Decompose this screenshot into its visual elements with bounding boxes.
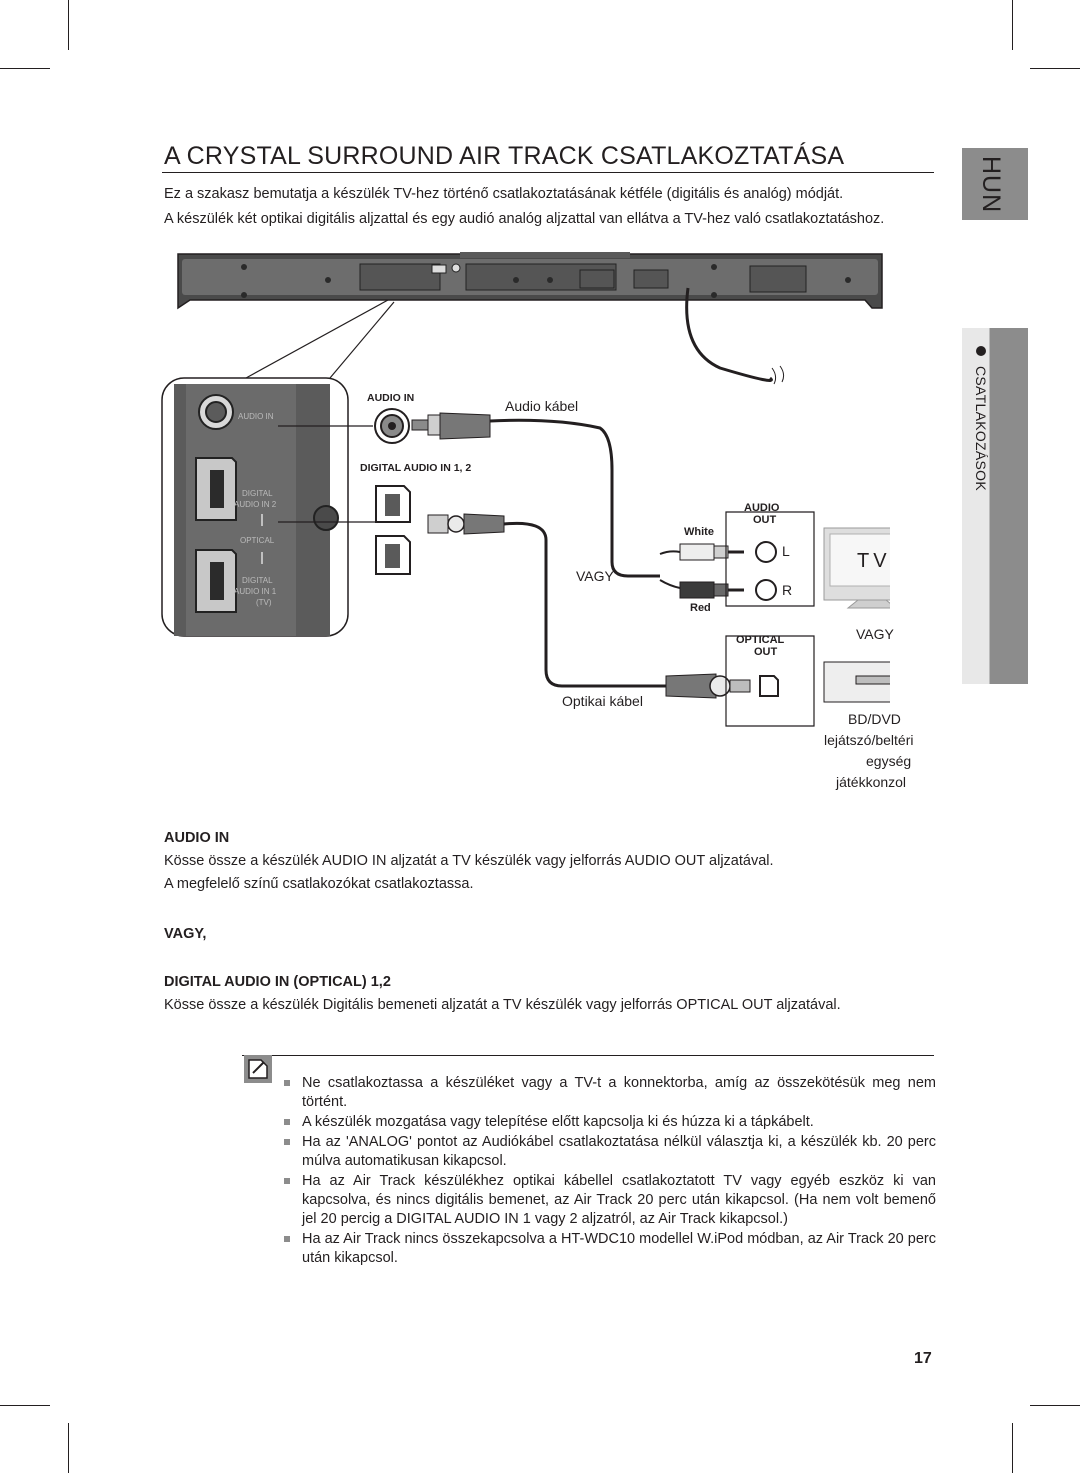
intro-line-1: Ez a szakasz bemutatja a készülék TV-hez… — [164, 186, 844, 202]
bullet-icon — [284, 1119, 290, 1125]
crop-mark — [1012, 1423, 1013, 1473]
note-text: Ne csatlakoztassa a készüléket vagy a TV… — [302, 1075, 936, 1110]
section-bullet-icon — [976, 346, 986, 356]
panel-digital-2-label: DIGITAL — [242, 489, 273, 498]
audio-out-label-1: AUDIO — [744, 502, 780, 514]
white-label: White — [684, 526, 714, 538]
crop-mark — [68, 0, 69, 50]
connection-diagram: AUDIO IN DIGITAL AUDIO IN 2 OPTICAL DIGI… — [160, 250, 941, 810]
note-rule — [242, 1055, 934, 1056]
or-label-2: VAGY — [856, 626, 894, 642]
language-tab-label: HUN — [977, 156, 1005, 214]
audio-cable-label: Audio kábel — [505, 398, 579, 414]
device-label-line-3: egység — [866, 753, 912, 769]
title-rule — [162, 172, 934, 173]
optical-out-label-1: OPTICAL — [736, 634, 785, 646]
panel-audio-in-label: AUDIO IN — [238, 412, 274, 421]
section-tab: CSATLAKOZÁSOK — [962, 328, 1028, 684]
red-label: Red — [690, 602, 711, 614]
note-item: A készülék mozgatása vagy telepítése elő… — [282, 1113, 936, 1132]
note-text: Ha az Air Track nincs összekapcsolva a H… — [302, 1231, 936, 1266]
note-item: Ha az Air Track nincs összekapcsolva a H… — [282, 1230, 936, 1268]
panel-audio-in-2-label: AUDIO IN 2 — [234, 500, 277, 509]
audio-in-body-1: Kösse össze a készülék AUDIO IN aljzatát… — [164, 853, 774, 869]
right-channel-label: R — [782, 582, 793, 598]
page-title: A CRYSTAL SURROUND AIR TRACK CSATLAKOZTA… — [164, 142, 845, 170]
bullet-icon — [284, 1139, 290, 1145]
left-channel-label: L — [782, 543, 790, 559]
page-number: 17 — [914, 1350, 932, 1367]
crop-mark — [68, 1423, 69, 1473]
device-label-line-4: játékkonzol — [836, 774, 907, 790]
optical-cable-label: Optikai kábel — [562, 693, 643, 709]
panel-audio-in-1-label: AUDIO IN 1 — [234, 587, 277, 596]
crop-mark — [0, 1405, 50, 1406]
crop-mark — [1030, 68, 1080, 69]
note-text: Ha az Air Track készülékhez optikai kábe… — [302, 1173, 936, 1227]
or-heading: VAGY, — [164, 926, 207, 942]
crop-mark — [1030, 1405, 1080, 1406]
note-text: A készülék mozgatása vagy telepítése elő… — [302, 1114, 814, 1130]
notes-list: Ne csatlakoztassa a készüléket vagy a TV… — [282, 1074, 936, 1269]
audio-in-body-2: A megfelelő színű csatlakozókat csatlako… — [164, 876, 474, 892]
bullet-icon — [284, 1080, 290, 1086]
diagram-drawing — [161, 252, 941, 727]
dvd-player-illustration — [823, 661, 941, 703]
soundbar-illustration — [177, 252, 883, 310]
panel-optical-label: OPTICAL — [240, 536, 275, 545]
device-label-line-2: lejátszó/beltéri — [824, 732, 914, 748]
panel-tv-label: (TV) — [256, 598, 272, 607]
bullet-icon — [284, 1178, 290, 1184]
digital-audio-in-label: DIGITAL AUDIO IN 1, 2 — [360, 462, 472, 474]
note-item: Ha az 'ANALOG' pontot az Audiókábel csat… — [282, 1133, 936, 1171]
audio-in-heading: AUDIO IN — [164, 830, 230, 846]
section-tab-label: CSATLAKOZÁSOK — [973, 366, 989, 492]
intro-line-2: A készülék két optikai digitális aljzatt… — [164, 211, 885, 227]
language-tab: HUN — [962, 148, 1028, 220]
device-label-line-1: BD/DVD — [848, 711, 901, 727]
panel-digital-1-label: DIGITAL — [242, 576, 273, 585]
note-text: Ha az 'ANALOG' pontot az Audiókábel csat… — [302, 1134, 936, 1169]
digital-audio-heading: DIGITAL AUDIO IN (OPTICAL) 1,2 — [164, 974, 391, 990]
audio-out-label-2: OUT — [753, 514, 777, 526]
audio-in-label: AUDIO IN — [367, 392, 415, 404]
note-item: Ha az Air Track készülékhez optikai kábe… — [282, 1172, 936, 1229]
or-label-1: VAGY — [576, 568, 614, 584]
bullet-icon — [284, 1236, 290, 1242]
note-icon — [244, 1055, 272, 1083]
tv-label: TV — [857, 550, 891, 572]
optical-out-label-2: OUT — [754, 646, 778, 658]
note-item: Ne csatlakoztassa a készüléket vagy a TV… — [282, 1074, 936, 1112]
crop-mark — [1012, 0, 1013, 50]
zoomed-back-panel — [161, 377, 349, 637]
crop-mark — [0, 68, 50, 69]
digital-audio-body: Kösse össze a készülék Digitális bemenet… — [164, 997, 841, 1013]
